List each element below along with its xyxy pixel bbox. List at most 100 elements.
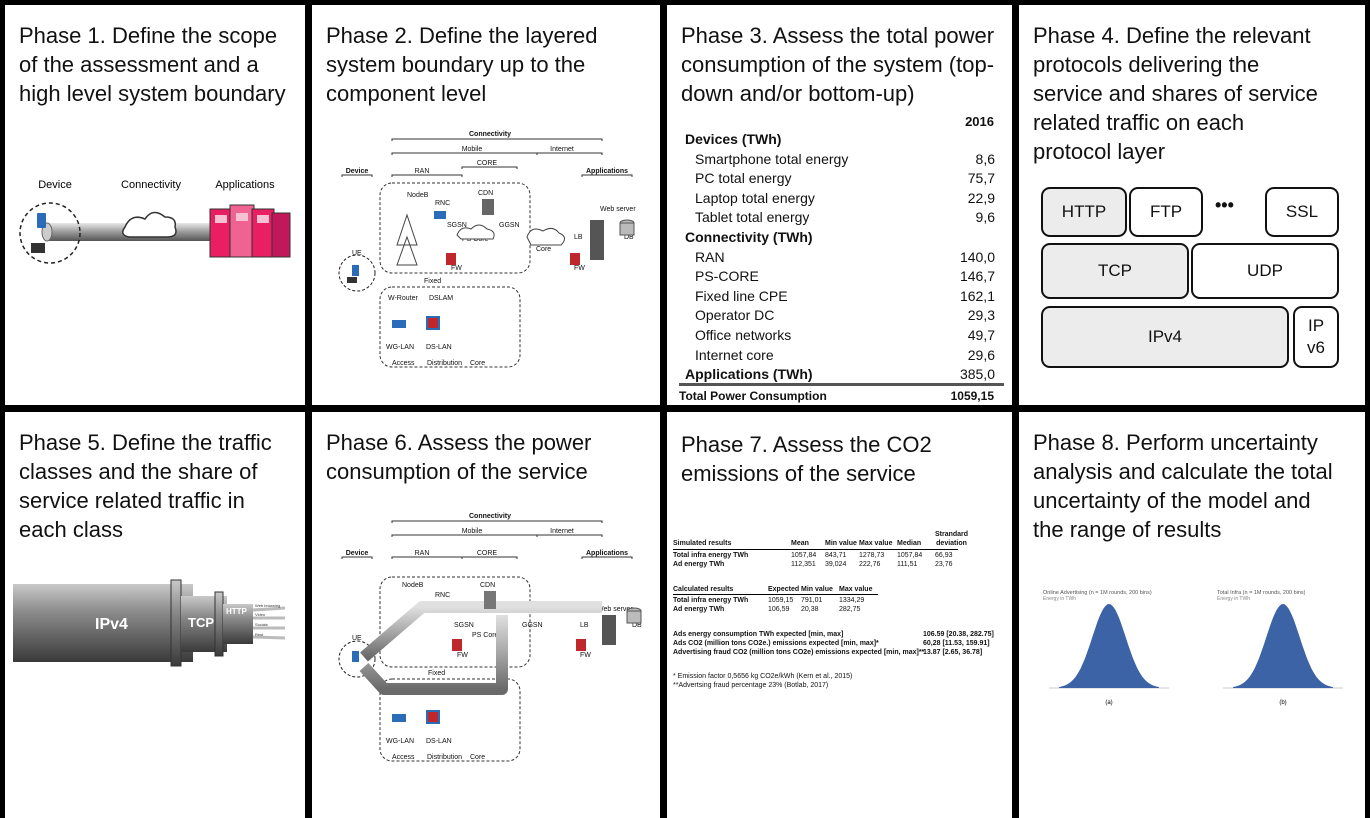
power-table-label: RAN — [695, 248, 725, 265]
fw-label: FW — [451, 265, 462, 272]
web-server-label: Web server — [600, 206, 636, 213]
power-table-value: 29,3 — [967, 307, 995, 324]
phase-8-title: Phase 8. Perform uncertainty analysis an… — [1033, 430, 1333, 542]
ue-label-6: UE — [352, 635, 362, 642]
ftp-box: FTP — [1129, 187, 1203, 237]
calc-cell: 282,75 — [839, 606, 861, 613]
device-heading: Device — [346, 168, 369, 175]
applications-heading-6: Applications — [586, 550, 628, 557]
sim-cell: 1057,84 — [897, 552, 923, 559]
power-table-row: Tablet total energy 9,6 — [685, 209, 995, 229]
footnote: **Advertsing fraud percentage 23% (Botla… — [673, 682, 829, 689]
power-table-value: 162,1 — [959, 287, 995, 304]
power-table-label: PC total energy — [695, 170, 792, 187]
phase-7-panel: Phase 7. Assess the CO2 emissions of the… — [667, 412, 1012, 818]
tcp-box: TCP — [1041, 243, 1189, 299]
power-table-value: 146,7 — [959, 268, 995, 285]
http-pipe-label: HTTP — [226, 607, 248, 616]
connectivity-label: Connectivity — [121, 179, 181, 191]
firewall-icon — [446, 253, 456, 265]
ue-label: UE — [352, 250, 362, 257]
power-table-row: Office networks 49,7 — [685, 327, 995, 347]
calc-cell: 1059,15 — [768, 597, 794, 604]
internet-heading-6: Internet — [550, 528, 574, 535]
application-servers-icon — [209, 204, 291, 258]
http-box: HTTP — [1041, 187, 1127, 237]
wglan-switch-icon-6 — [392, 714, 406, 722]
footnote: * Emission factor 0,5656 kg CO2e/kWh (Ke… — [673, 673, 853, 680]
power-table-label: Laptop total energy — [695, 189, 815, 206]
calc-cell: 1334,29 — [839, 597, 865, 604]
wglan-label-6: WG-LAN — [386, 738, 414, 745]
sim-header: Min value — [825, 540, 857, 547]
traffic-class-rest: Rest — [255, 632, 264, 637]
nodeb-label: NodeB — [407, 192, 429, 199]
wglan-label: WG-LAN — [386, 344, 414, 351]
dslam-label: DSLAM — [429, 295, 453, 302]
phase-2-panel: Phase 2. Define the layered system bound… — [312, 5, 660, 405]
cloud-icon — [122, 211, 177, 238]
wrouter-label: W-Router — [388, 295, 418, 302]
power-table-value: 140,0 — [959, 248, 995, 265]
nodeb-tower-icon — [396, 213, 418, 246]
nodeb-label-6: NodeB — [402, 582, 424, 589]
dslan-switch-icon-6 — [426, 710, 440, 724]
total-power-row: Total Power Consumption 1059,15 — [679, 389, 994, 403]
phase-3-title: Phase 3. Assess the total power consumpt… — [681, 23, 995, 106]
ps-core-cloud — [456, 224, 495, 240]
left-histogram-title: Online Advertising (n = 1M rounds, 200 b… — [1043, 590, 1152, 596]
left-histogram-distribution — [1059, 604, 1159, 688]
cdn-server-icon-6 — [484, 591, 496, 609]
phase-1-panel: Phase 1. Define the scope of the assessm… — [5, 5, 305, 405]
sim-header-rule — [673, 549, 958, 550]
phase-5-title: Phase 5. Define the traffic classes and … — [19, 430, 272, 542]
distribution-label: Distribution — [427, 360, 462, 367]
total-power-label: Total Power Consumption — [679, 389, 827, 403]
db-label-6: DB — [632, 622, 642, 629]
device-label: Device — [38, 179, 72, 191]
power-table-label: Tablet total energy — [695, 209, 810, 226]
traffic-class-socials: Socials — [255, 622, 268, 627]
phase-6-panel: Phase 6. Assess the power consumption of… — [312, 412, 660, 818]
power-table-label: Operator DC — [695, 307, 775, 324]
total-power-value: 1059,15 — [950, 389, 994, 403]
phase-1-title: Phase 1. Define the scope of the assessm… — [19, 23, 286, 106]
laptop-icon — [31, 243, 45, 253]
summary-label: Ads CO2 (million tons CO2e.) emissions e… — [673, 640, 879, 647]
access-label-6: Access — [392, 754, 415, 761]
left-histogram-subtitle: Energy in TWh — [1043, 596, 1076, 602]
summary-label: Advertising fraud CO2 (million tons CO2e… — [673, 649, 925, 656]
wglan-switch-icon — [392, 320, 406, 328]
power-table-label: Office networks — [695, 327, 792, 343]
calc-cell: 791,01 — [801, 597, 823, 604]
left-histogram-caption: (a) — [1105, 700, 1112, 706]
ue-circle — [338, 254, 376, 292]
lb-label-6: LB — [580, 622, 589, 629]
sim-cell: 1057,84 — [791, 552, 817, 559]
fixed-network-box-6 — [379, 678, 521, 762]
phase-1-illustration: Device Connectivity Applications — [19, 179, 291, 264]
summary-value: 13.87 [2.65, 36.78] — [923, 649, 983, 656]
sgsn-label-6: SGSN — [454, 622, 474, 629]
fw-label-2: FW — [574, 265, 585, 272]
db-label: DB — [624, 234, 634, 241]
sim-header: Median — [897, 540, 922, 547]
summary-label: Ads energy consumption TWh expected [min… — [673, 631, 844, 638]
calc-header: Max value — [839, 586, 873, 593]
power-table-value: 9,6 — [975, 209, 995, 226]
calc-cell: 20,38 — [801, 606, 819, 613]
ipv4-pipe — [13, 584, 193, 662]
power-table-label: Connectivity (TWh) — [685, 229, 813, 245]
year-header: 2016 — [965, 114, 994, 129]
core-lower-label-6: Core — [470, 754, 485, 761]
power-table-value: 49,7 — [967, 327, 995, 343]
calc-cell: Ad energy TWh — [673, 606, 725, 613]
sim-cell: 843,71 — [825, 552, 847, 559]
power-table-value: 8,6 — [975, 150, 995, 167]
power-table-label: Applications (TWh) — [685, 366, 813, 383]
sim-header: Mean — [791, 540, 809, 547]
